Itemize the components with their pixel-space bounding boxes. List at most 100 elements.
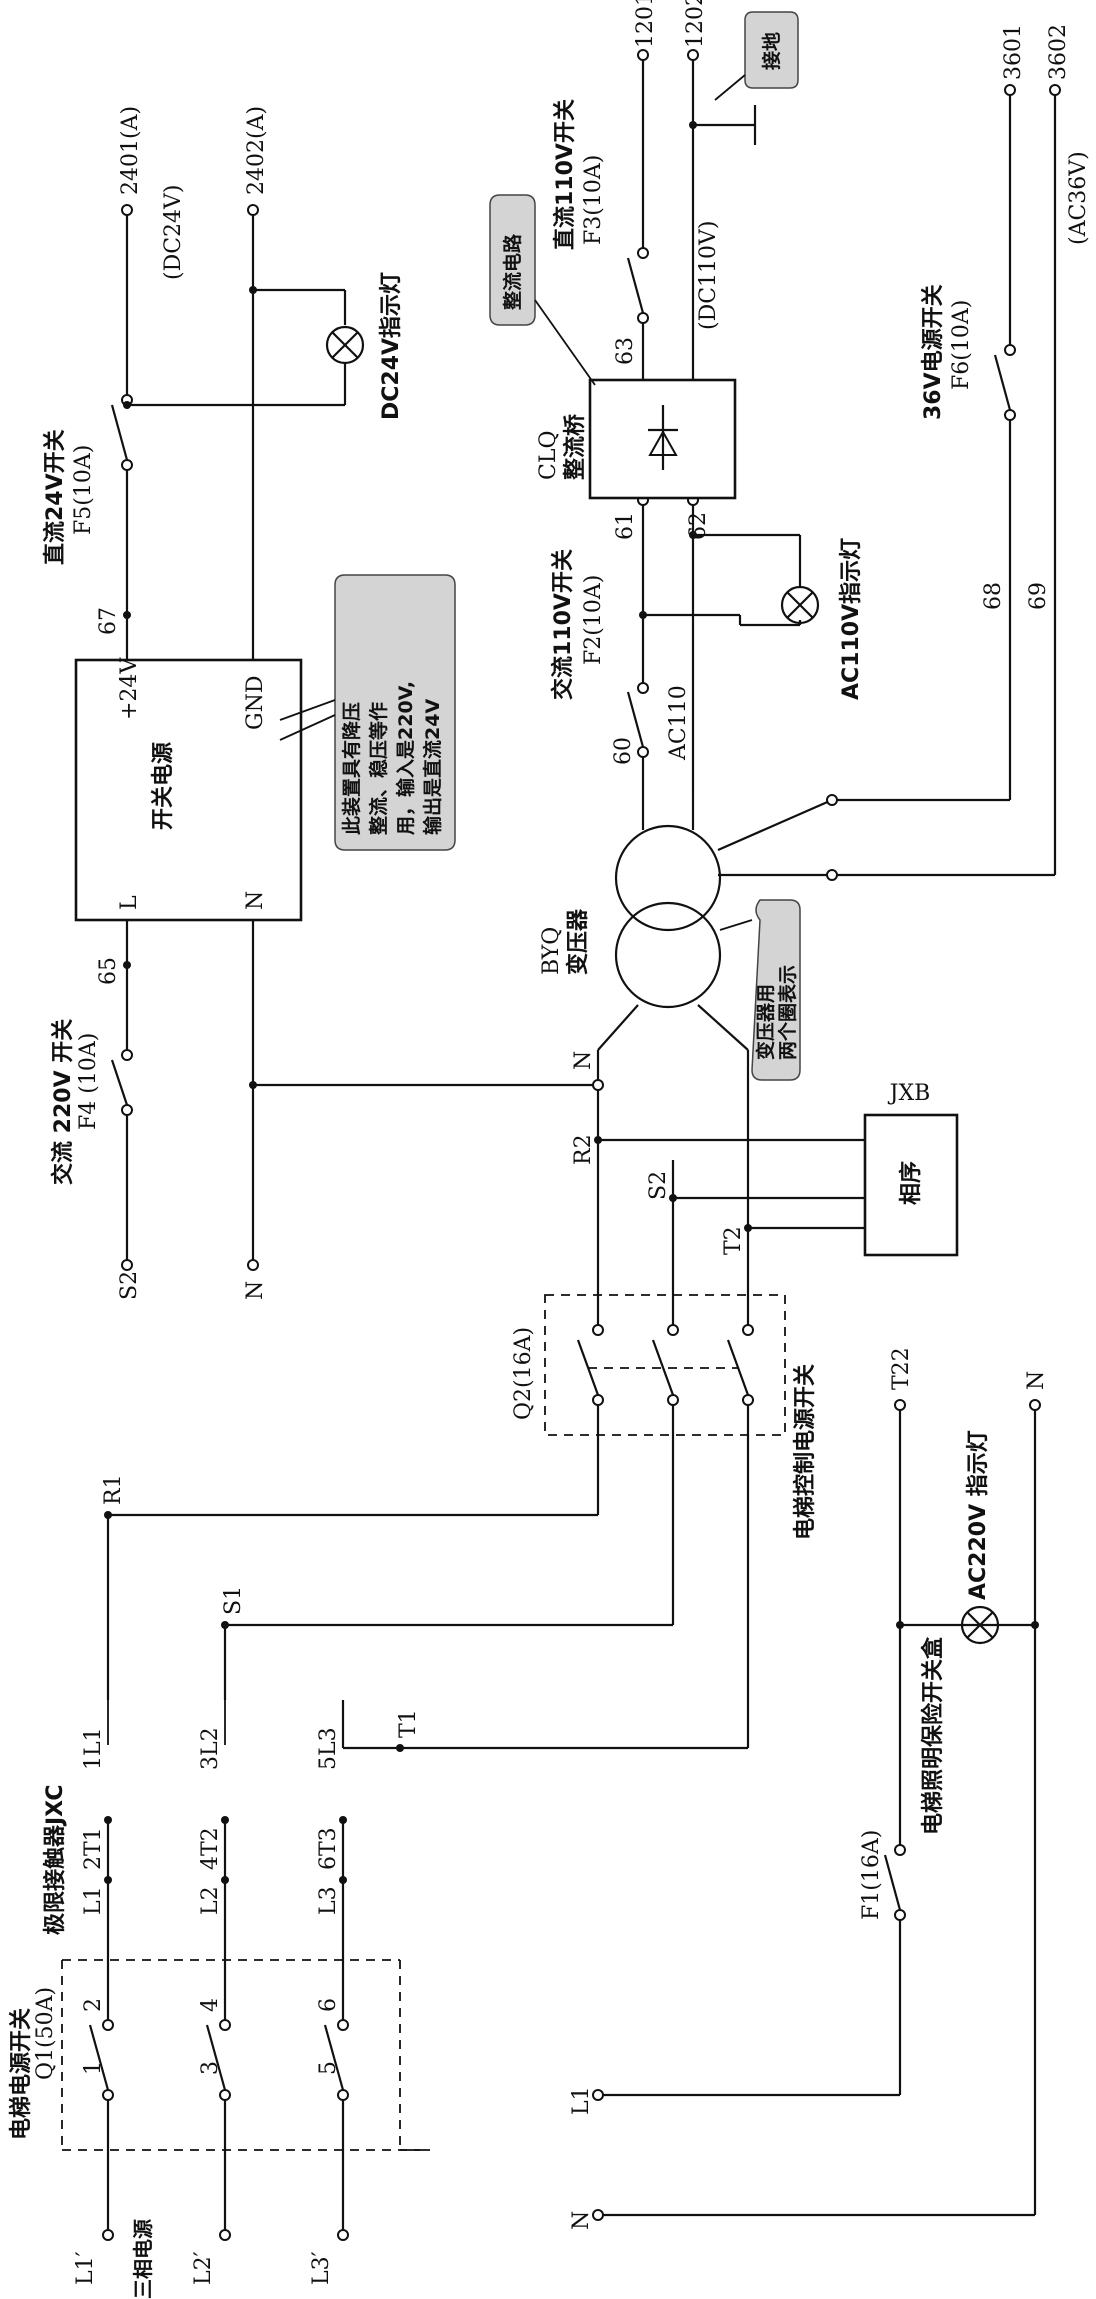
q1-title: 电梯电源开关 <box>8 2008 34 2140</box>
r2-label: R2 <box>571 1134 596 1165</box>
f3-title: 直流110V开关 <box>552 99 578 250</box>
wires-r2-s2-t2: R2 S2 T2 <box>571 1070 865 1325</box>
wire-69: 69 <box>1026 582 1051 610</box>
jxb-relay: JXB 相序 <box>863 1081 959 1257</box>
n-right-label: N <box>1024 1371 1049 1390</box>
wire-68: 68 <box>981 582 1006 610</box>
f6-title: 36V电源开关 <box>921 284 946 420</box>
clq-label: CLQ <box>536 431 561 480</box>
f2-title: 交流110V开关 <box>550 549 576 700</box>
wire-63: 63 <box>613 337 638 365</box>
s1-label: S1 <box>221 1586 246 1615</box>
f4-rating: F4 (10A) <box>76 1033 101 1130</box>
t1-label: T1 <box>396 1709 421 1738</box>
f1-title: 电梯照明保险开关盒 <box>920 1636 946 1835</box>
rectifier-clq: CLQ 整流桥 63 直流110V开关 F3(10A) (DC110V) 120… <box>536 0 737 500</box>
s2-label: S2 <box>646 1171 671 1200</box>
r1-label: R1 <box>101 1474 126 1505</box>
l1-prime-label: L1′ <box>73 2251 98 2285</box>
rectifier-label: 整流桥 <box>562 414 588 480</box>
ac110-circuit: AC110 60 交流110V开关 F2(10A) 61 62 AC110V指示… <box>550 494 864 790</box>
jxc-5l3: 5L3 <box>316 1727 341 1770</box>
jxc-3l2: 3L2 <box>198 1727 223 1770</box>
wire-62: 62 <box>686 512 711 540</box>
f1-rating: F1(16A) <box>859 1830 884 1920</box>
f5-title: 直流24V开关 <box>42 429 68 565</box>
f2-rating: F2(10A) <box>581 575 606 665</box>
ac110-lamp-label: AC110V指示灯 <box>839 538 864 700</box>
phase-seq-label: 相序 <box>898 1161 924 1205</box>
jxc-1l1: 1L1 <box>81 1727 106 1770</box>
ac36v-label: (AC36V) <box>1066 151 1091 245</box>
q1-switch <box>61 1959 430 2230</box>
terminal-3602: 3602 <box>1046 24 1071 80</box>
q1-pin-5: 5 <box>316 2061 341 2075</box>
lighting-circuit: L1 N F1(16A) 电梯照明保险开关盒 T22 N AC220V 指示灯 <box>569 1347 1049 2230</box>
wire-65: 65 <box>96 957 121 985</box>
psu-24v: +24V <box>117 657 142 720</box>
psu-note-4: 输出是直流24V <box>421 699 444 835</box>
q1-pin-4: 4 <box>198 1998 223 2012</box>
byq-label: BYQ <box>539 927 564 975</box>
transformer-note: 变压器用 两个圈表示 <box>719 899 801 1081</box>
jxc-2t1: 2T1 <box>81 1827 106 1870</box>
q2-rating: Q2(16A) <box>511 1327 536 1420</box>
q1-rating: Q1(50A) <box>33 1987 58 2080</box>
q2-switch: Q2(16A) 电梯控制电源开关 <box>511 1294 818 1540</box>
transformer-note-line2: 两个圈表示 <box>776 965 799 1060</box>
wire-67: 67 <box>96 607 121 635</box>
light-l1-label: L1 <box>569 2086 594 2115</box>
ac36v-circuit: 68 69 36V电源开关 F6(10A) (AC36V) 3601 3602 <box>837 24 1091 877</box>
transformer-label: 变压器 <box>565 908 591 975</box>
terminal-1201: 1201 <box>633 0 658 48</box>
jxc-l3: L3 <box>316 1886 341 1915</box>
light-n-label: N <box>569 2211 594 2230</box>
n-left-label: N <box>243 1281 268 1300</box>
wire-61: 61 <box>613 512 638 540</box>
transformer-note-line1: 变压器用 <box>754 984 777 1060</box>
f5-rating: F5(10A) <box>71 445 96 535</box>
psu-title: 开关电源 <box>151 742 176 830</box>
jxc-6t3: 6T3 <box>316 1827 341 1870</box>
terminal-2401: 2401(A) <box>118 106 143 195</box>
jxc-contactor <box>104 1700 347 2020</box>
ground-note: 接地 <box>760 32 783 70</box>
ac220-lamp-label: AC220V 指示灯 <box>966 1430 991 1600</box>
three-phase-label: 三相电源 <box>131 2219 155 2299</box>
terminal-3601: 3601 <box>1001 24 1026 80</box>
s2-left-label: S2 <box>117 1271 142 1300</box>
q1-labels: 1 2 3 4 5 6 电梯电源开关 Q1(50A) L1′ L2′ L3′ 三… <box>8 1987 341 2299</box>
jxc-title: 极限接触器JXC <box>42 1784 68 1935</box>
jxb-label: JXB <box>888 1081 931 1106</box>
jxc-4t2: 4T2 <box>198 1827 223 1870</box>
jxc-labels: 极限接触器JXC L1 L2 L3 2T1 4T2 6T3 1L1 3L2 5L… <box>42 1727 341 1935</box>
f4-title: 交流 220V 开关 <box>50 1019 76 1185</box>
psu-gnd: GND <box>243 676 268 730</box>
l3-prime-label: L3′ <box>309 2251 334 2285</box>
psu-n: N <box>243 891 268 910</box>
dc24v-circuit: 67 直流24V开关 F5(10A) (DC24V) 2401(A) 2402(… <box>42 106 404 660</box>
psu-note-2: 整流、稳压等作 <box>367 702 390 835</box>
dc110v-label: (DC110V) <box>696 220 721 330</box>
ac110-label: AC110 <box>666 685 691 761</box>
f6-rating: F6(10A) <box>949 300 974 390</box>
q1-pin-6: 6 <box>316 1998 341 2012</box>
neutral-wire: N <box>243 920 593 1300</box>
dc24v-label: (DC24V) <box>161 184 186 280</box>
psu-l: L <box>117 895 142 910</box>
jxc-l2: L2 <box>198 1886 223 1915</box>
psu-note: 此装置具有降压 整流、稳压等作 用，输入是220V, 输出是直流24V <box>279 574 456 851</box>
t2-label: T2 <box>721 1226 746 1255</box>
terminal-2402: 2402(A) <box>244 106 269 195</box>
f4-switch: S2 交流 220V 开关 F4 (10A) 65 <box>50 920 142 1300</box>
terminal-1202: 1202 <box>683 0 708 48</box>
rectifier-note: 整流电路 <box>489 194 596 386</box>
q1-pin-1: 1 <box>81 2061 106 2075</box>
switching-psu: 开关电源 L N +24V GND <box>74 657 303 922</box>
rectifier-note-text: 整流电路 <box>501 233 524 310</box>
l2-prime-label: L2′ <box>191 2251 216 2285</box>
psu-note-3: 用，输入是220V, <box>394 681 417 835</box>
psu-note-1: 此装置具有降压 <box>340 702 363 835</box>
f3-rating: F3(10A) <box>581 155 606 245</box>
